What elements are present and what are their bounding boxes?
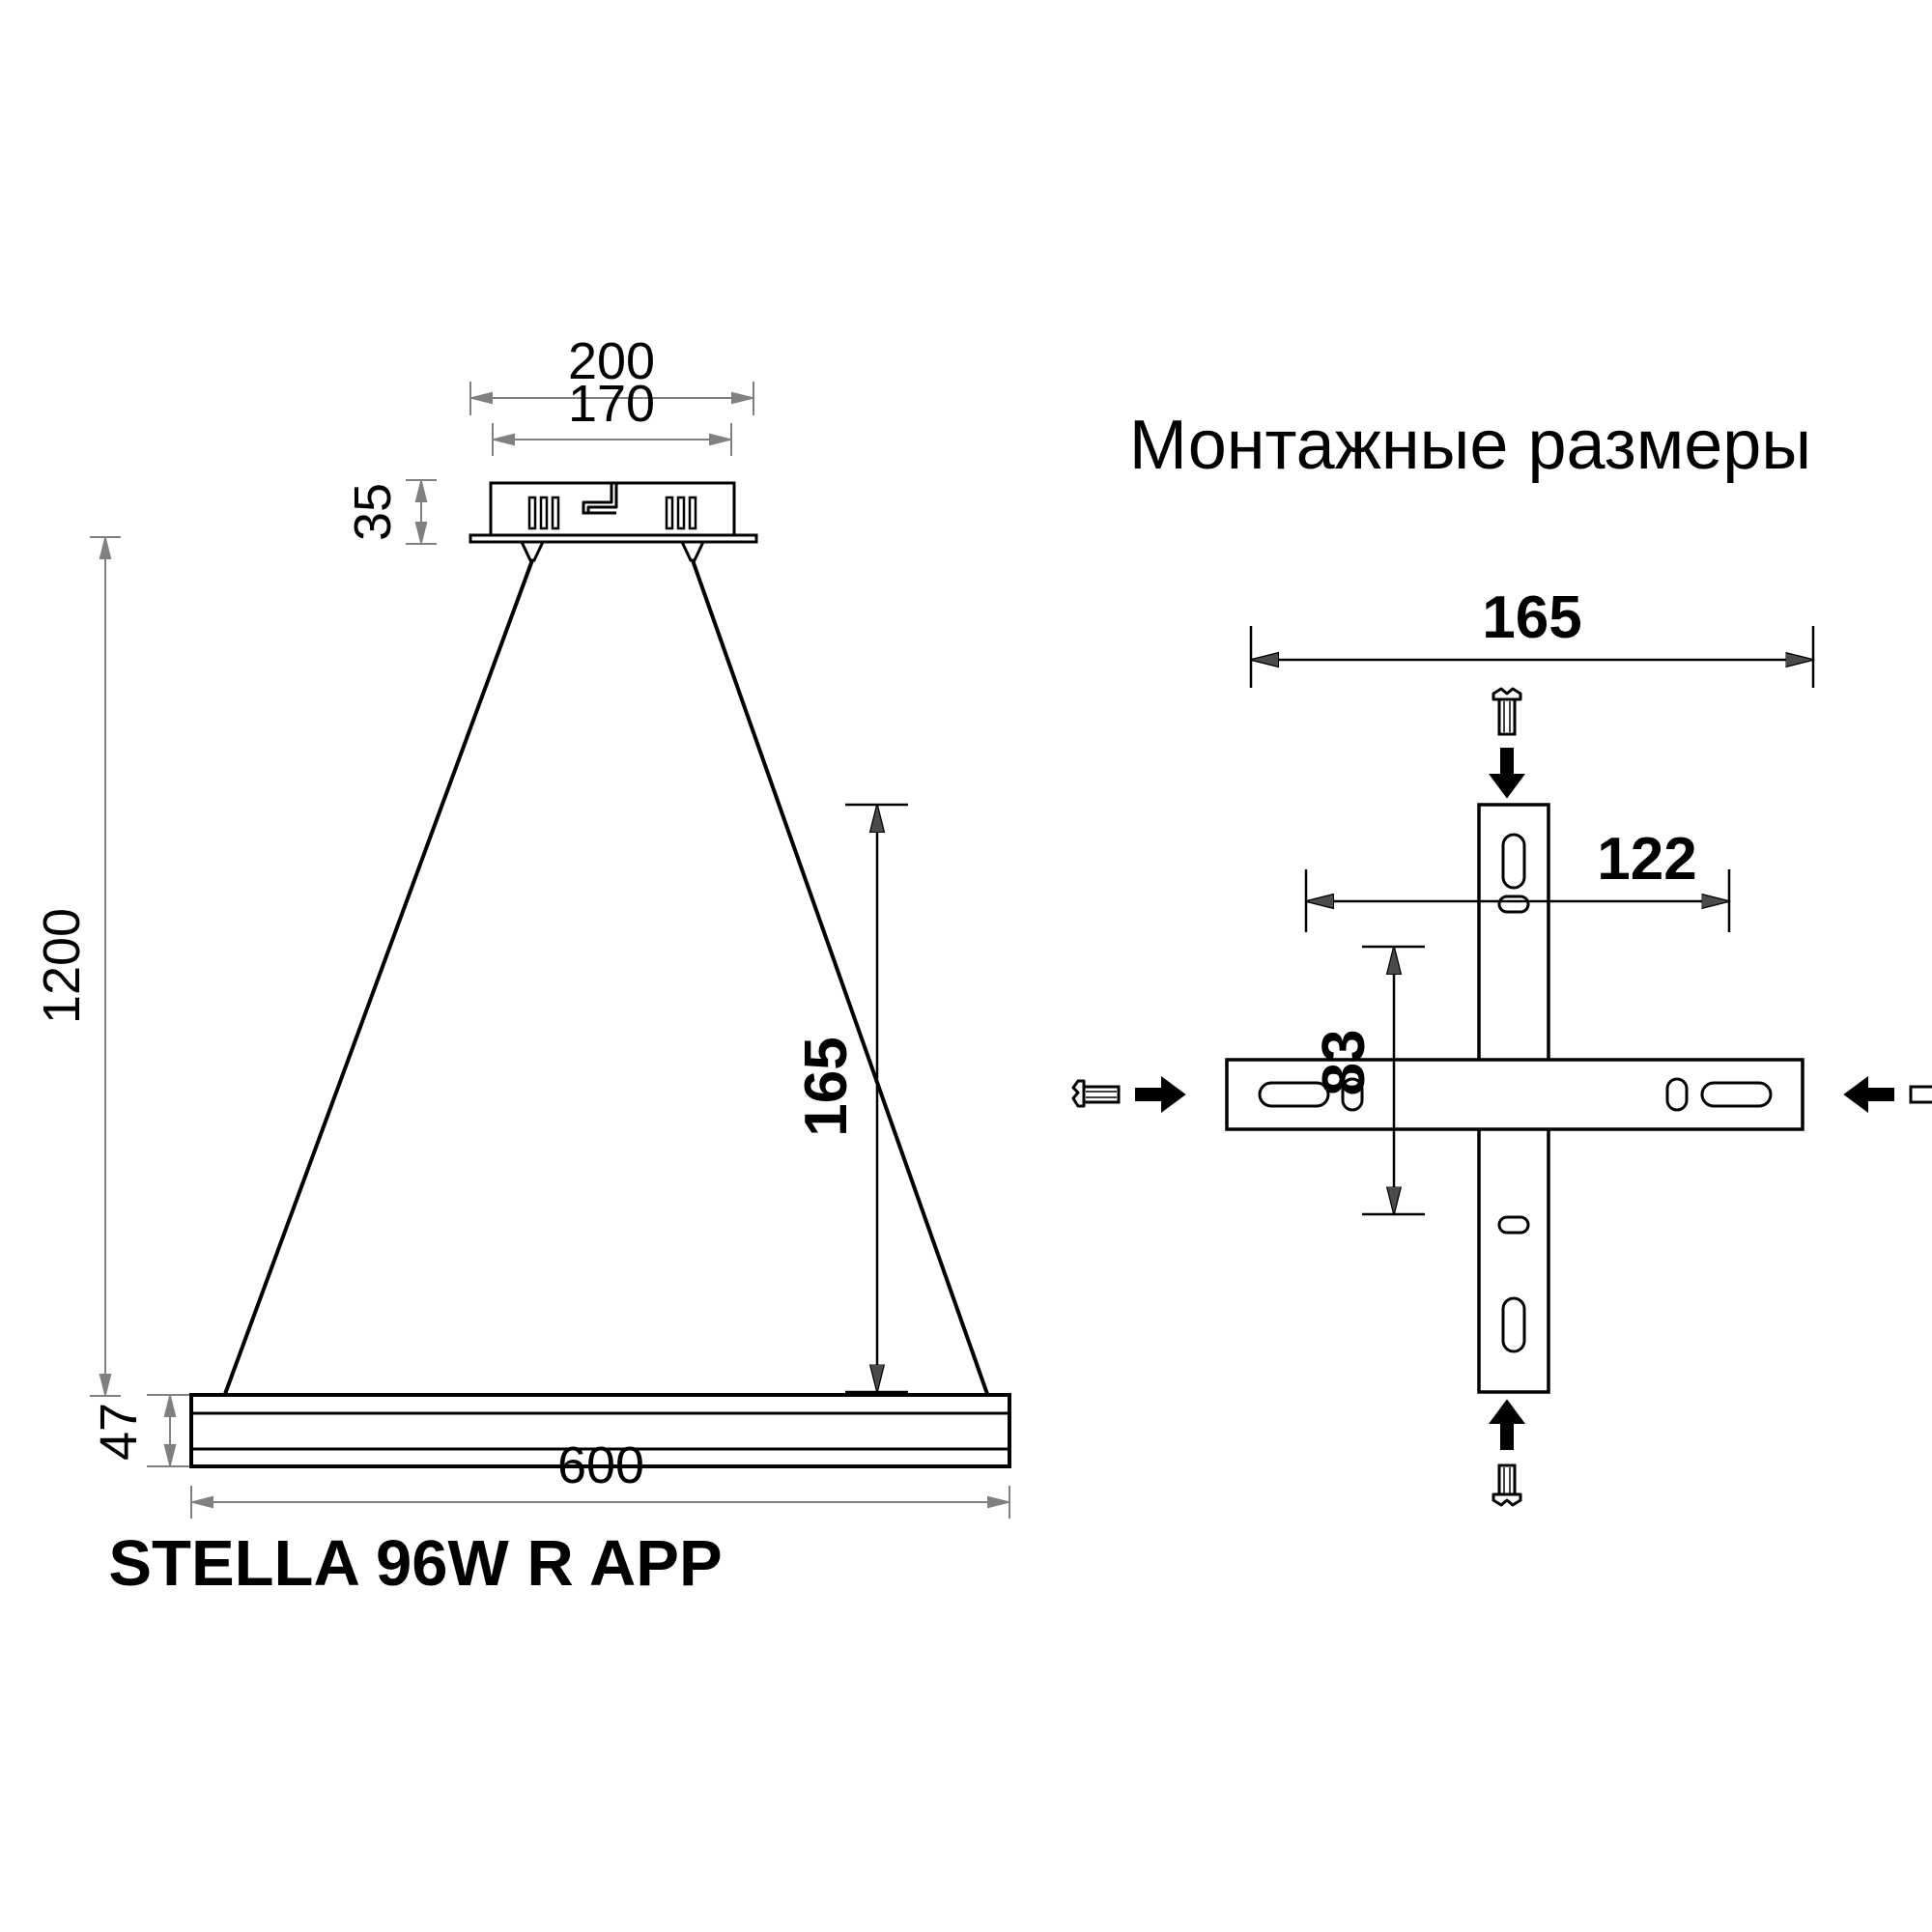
oval-slot-left-small	[1341, 1077, 1364, 1112]
bracket-bar-horizontal	[1225, 1058, 1804, 1131]
suspension-cable-right	[691, 559, 989, 1395]
mounting-screw-right	[1909, 1085, 1932, 1104]
keyhole-slot-upper	[1501, 833, 1526, 890]
mounting-bracket-plan: Монтажные размеры 165	[793, 407, 1932, 1507]
dimension-canopy-width-inner: 170	[492, 375, 732, 456]
dimension-slot-spacing-horizontal: 122	[1304, 826, 1731, 932]
assembly-direction-arrow-right	[1135, 1076, 1186, 1113]
mounting-screw-left	[1071, 1079, 1121, 1108]
dimension-label-122: 122	[1597, 826, 1696, 893]
dimension-canopy-height: 35	[344, 479, 437, 545]
section-title: Монтажные размеры	[1129, 407, 1811, 484]
vent-slot-group-right	[665, 496, 697, 530]
cable-exit-cone-left	[519, 540, 546, 562]
oval-slot-right-small	[1665, 1077, 1689, 1112]
dimension-label-165-horizontal: 165	[1482, 584, 1581, 651]
cable-retention-hook	[582, 481, 618, 515]
dimension-label-47: 47	[90, 1403, 148, 1461]
suspension-cable-left	[223, 559, 534, 1395]
dimension-bracket-height: 165	[793, 803, 908, 1394]
keyhole-slot-lower	[1501, 1296, 1526, 1353]
dimension-label-83: 83	[1311, 1030, 1378, 1096]
canopy-base-plate	[469, 533, 758, 544]
dimension-bracket-width: 165	[1249, 584, 1815, 688]
vent-slot-group-left	[527, 496, 560, 530]
dimension-label-165-vertical: 165	[793, 1037, 860, 1136]
oval-slot-right-long	[1700, 1081, 1773, 1108]
linear-luminaire-body	[189, 1393, 1011, 1468]
mounting-screw-top	[1492, 687, 1522, 736]
pill-slot-lower	[1497, 1215, 1530, 1235]
assembly-direction-arrow-up	[1489, 1399, 1525, 1450]
dimension-label-200: 200	[568, 332, 655, 390]
dimension-label-600: 600	[557, 1436, 644, 1494]
dimension-fixture-height: 47	[90, 1394, 189, 1467]
dimension-slot-spacing-vertical: 83	[1311, 945, 1425, 1216]
assembly-direction-arrow-left	[1843, 1076, 1894, 1113]
oval-slot-left-long	[1258, 1081, 1330, 1108]
assembly-direction-arrow-down	[1489, 748, 1525, 799]
dimension-canopy-width-outer: 200	[469, 332, 754, 415]
pill-slot-upper	[1497, 895, 1530, 914]
dimension-label-1200: 1200	[33, 908, 91, 1024]
dimension-fixture-width: 600	[190, 1436, 1010, 1519]
suspension-cable-pair	[223, 559, 989, 1395]
product-label: STELLA 96W R APP	[108, 1527, 722, 1600]
pendant-luminaire-elevation: 200 170 35	[33, 332, 1011, 1600]
mounting-screw-bottom	[1492, 1463, 1522, 1507]
dimension-suspension-length: 1200	[33, 536, 121, 1397]
dimension-label-170: 170	[568, 375, 655, 433]
dimension-label-35: 35	[344, 483, 402, 541]
